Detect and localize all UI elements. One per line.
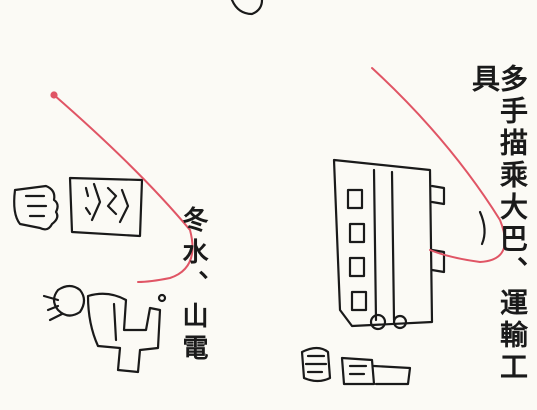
robot-figure-icon — [44, 286, 165, 372]
person-figure-icon — [302, 348, 410, 384]
circle-fragment-icon — [232, 0, 262, 14]
left-caption: 冬水、山電 — [180, 206, 206, 366]
right-caption: 多手描乘大巴、運輸工具 — [470, 64, 526, 410]
bus-icon — [334, 160, 444, 329]
tablet-device-icon — [70, 178, 142, 236]
left-red-arrow — [54, 95, 193, 282]
pointing-hand-icon — [14, 186, 57, 229]
